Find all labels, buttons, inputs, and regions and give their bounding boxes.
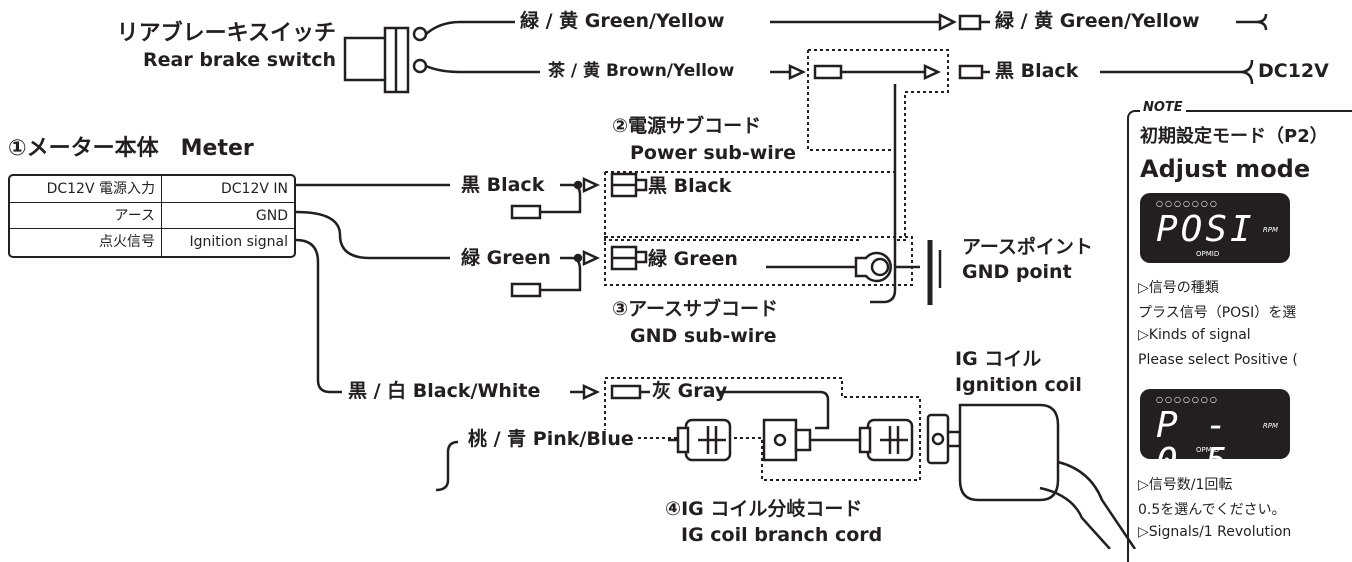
meter-row-en: DC12V IN — [162, 176, 294, 203]
note-text: ▷Kinds of signal — [1138, 327, 1251, 343]
meter-row-jp: アース — [10, 202, 162, 230]
connector-male-icon — [762, 418, 860, 462]
gnd-sub-en: GND sub-wire — [630, 325, 777, 347]
arrow-icon — [582, 250, 600, 266]
note-text: 0.5を選んでください。 — [1138, 502, 1286, 518]
rear-brake-switch-icon — [343, 26, 428, 94]
wire-label-green-yellow: 緑 / 黄 Green/Yellow — [517, 12, 728, 31]
gnd-sub-jp: ③アースサブコード — [612, 298, 778, 320]
connector-female-icon — [858, 418, 914, 462]
display-brand: OPMID — [1196, 250, 1220, 258]
meter-row-en: GND — [162, 203, 294, 230]
wire-label-green-meter: 緑 Green — [458, 249, 554, 268]
wire-label-brown-yellow: 茶 / 黄 Brown/Yellow — [545, 63, 738, 80]
rear-brake-switch-en: Rear brake switch — [143, 49, 336, 71]
meter-display-p05: ○○○○○○○ P - 0.5 RPM OPMID — [1140, 389, 1290, 480]
power-sub-en: Power sub-wire — [630, 142, 797, 164]
gnd-point-jp: アースポイント — [962, 236, 1093, 258]
arrow-icon — [582, 177, 600, 193]
wire-label-pink-blue: 桃 / 青 Pink/Blue — [465, 430, 637, 449]
wire-label-black-sub: 黒 Black — [648, 175, 732, 197]
note-text: ▷Signals/1 Revolution — [1138, 524, 1292, 540]
rear-brake-switch-jp: リアブレーキスイッチ — [116, 21, 336, 46]
display-dots: ○○○○○○○ — [1156, 199, 1219, 208]
ig-branch-jp: ④IG コイル分岐コード — [665, 498, 863, 520]
dc12v-label: DC12V — [1258, 60, 1329, 82]
note-text: ▷信号数/1回転 — [1138, 477, 1233, 493]
display-brand: OPMID — [1196, 446, 1220, 454]
ig-coil-jp: IG コイル — [955, 348, 1042, 370]
display-dots: ○○○○○○○ — [1156, 395, 1219, 404]
note-text: Please select Positive ( — [1138, 352, 1298, 368]
wire-label-black-meter: 黒 Black — [458, 176, 548, 195]
note-title-en: Adjust mode — [1140, 155, 1311, 183]
wire-label-green-yellow-2: 緑 / 黄 Green/Yellow — [992, 12, 1203, 31]
note-panel — [1127, 110, 1352, 562]
arrow-icon — [938, 12, 957, 32]
ignition-coil-icon — [926, 403, 1137, 549]
connector-female-icon — [676, 418, 732, 462]
note-label: NOTE — [1140, 100, 1186, 115]
meter-row-jp: 点火信号 — [10, 229, 162, 256]
wiring-diagram — [295, 12, 1268, 549]
meter-row-jp: DC12V 電源入力 — [10, 176, 162, 203]
display-value: POSI — [1156, 209, 1255, 250]
power-sub-jp: ②電源サブコード — [612, 115, 762, 137]
display-rpm: RPM — [1262, 422, 1278, 430]
arrow-icon — [582, 384, 600, 400]
note-title-jp: 初期設定モード（P2） — [1140, 126, 1328, 147]
note-text: ▷信号の種類 — [1138, 280, 1219, 296]
meter-table: DC12V 電源入力 DC12V IN アース GND 点火信号 Ignitio… — [8, 174, 296, 258]
display-rpm: RPM — [1262, 226, 1278, 234]
wire-label-green-sub: 緑 Green — [648, 248, 738, 270]
arrow-icon — [923, 64, 941, 80]
meter-row-en: Ignition signal — [189, 234, 288, 251]
arrow-icon — [788, 64, 806, 80]
wire-label-black-white: 黒 / 白 Black/White — [345, 382, 544, 401]
note-text: プラス信号（POSI）を選 — [1138, 305, 1297, 321]
ig-coil-en: Ignition coil — [955, 374, 1082, 396]
wire-label-black: 黒 Black — [992, 62, 1082, 81]
display-value: P - 0.5 — [1156, 405, 1231, 482]
meter-display-posi: ○○○○○○○ POSI RPM OPMID — [1140, 193, 1290, 263]
wire-label-gray: 灰 Gray — [652, 380, 728, 402]
ig-branch-en: IG coil branch cord — [681, 524, 883, 546]
meter-title: ①メーター本体 Meter — [8, 136, 254, 161]
gnd-point-en: GND point — [962, 261, 1072, 283]
